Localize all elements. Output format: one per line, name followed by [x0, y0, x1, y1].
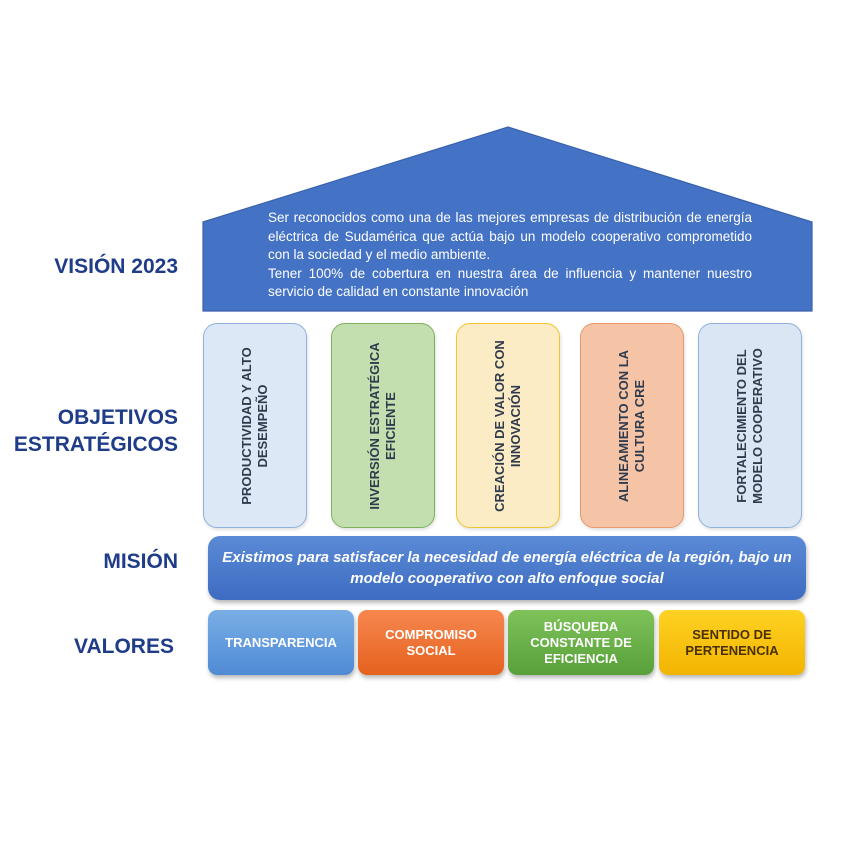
pillar-fortalecimiento: FORTALECIMIENTO DEL MODELO COOPERATIVO: [698, 323, 802, 528]
pillar-alineamiento: ALINEAMIENTO CON LA CULTURA CRE: [580, 323, 684, 528]
vision-text: Ser reconocidos como una de las mejores …: [268, 209, 752, 302]
pillar-label: ALINEAMIENTO CON LA CULTURA CRE: [616, 349, 647, 502]
valor-busqueda-eficiencia: BÚSQUEDA CONSTANTE DE EFICIENCIA: [508, 610, 654, 675]
valor-transparencia: TRANSPARENCIA: [208, 610, 354, 675]
label-objetivos: OBJETIVOS ESTRATÉGICOS: [10, 404, 178, 458]
valor-label: BÚSQUEDA CONSTANTE DE EFICIENCIA: [530, 618, 632, 666]
label-objetivos-line2: ESTRATÉGICOS: [13, 433, 178, 456]
pillar-label: CREACIÓN DE VALOR CON INNOVACIÓN: [492, 339, 523, 512]
label-valores: VALORES: [74, 635, 174, 658]
label-vision: VISIÓN 2023: [54, 255, 178, 278]
mission-text: Existimos para satisfacer la necesidad d…: [222, 549, 792, 587]
pillar-label: INVERSIÓN ESTRATÉGICA EFICIENTE: [367, 341, 398, 510]
vision-paragraph-2: Tener 100% de cobertura en nuestra área …: [268, 265, 752, 300]
pillar-inversion: INVERSIÓN ESTRATÉGICA EFICIENTE: [331, 323, 435, 528]
pillar-creacion-valor: CREACIÓN DE VALOR CON INNOVACIÓN: [456, 323, 560, 528]
label-mision: MISIÓN: [103, 550, 178, 573]
valor-compromiso-social: COMPROMISO SOCIAL: [358, 610, 504, 675]
valor-label: SENTIDO DE PERTENENCIA: [685, 626, 779, 658]
vision-paragraph-1: Ser reconocidos como una de las mejores …: [268, 210, 752, 262]
pillar-label: PRODUCTIVIDAD Y ALTO DESEMPEÑO: [239, 346, 270, 505]
valor-sentido-pertenencia: SENTIDO DE PERTENENCIA: [659, 610, 805, 675]
pillar-label: FORTALECIMIENTO DEL MODELO COOPERATIVO: [734, 347, 765, 504]
label-objetivos-line1: OBJETIVOS: [57, 406, 178, 429]
mission-banner: Existimos para satisfacer la necesidad d…: [208, 536, 806, 600]
valor-label: COMPROMISO SOCIAL: [385, 626, 477, 658]
pillar-productividad: PRODUCTIVIDAD Y ALTO DESEMPEÑO: [203, 323, 307, 528]
valor-label: TRANSPARENCIA: [225, 634, 337, 650]
